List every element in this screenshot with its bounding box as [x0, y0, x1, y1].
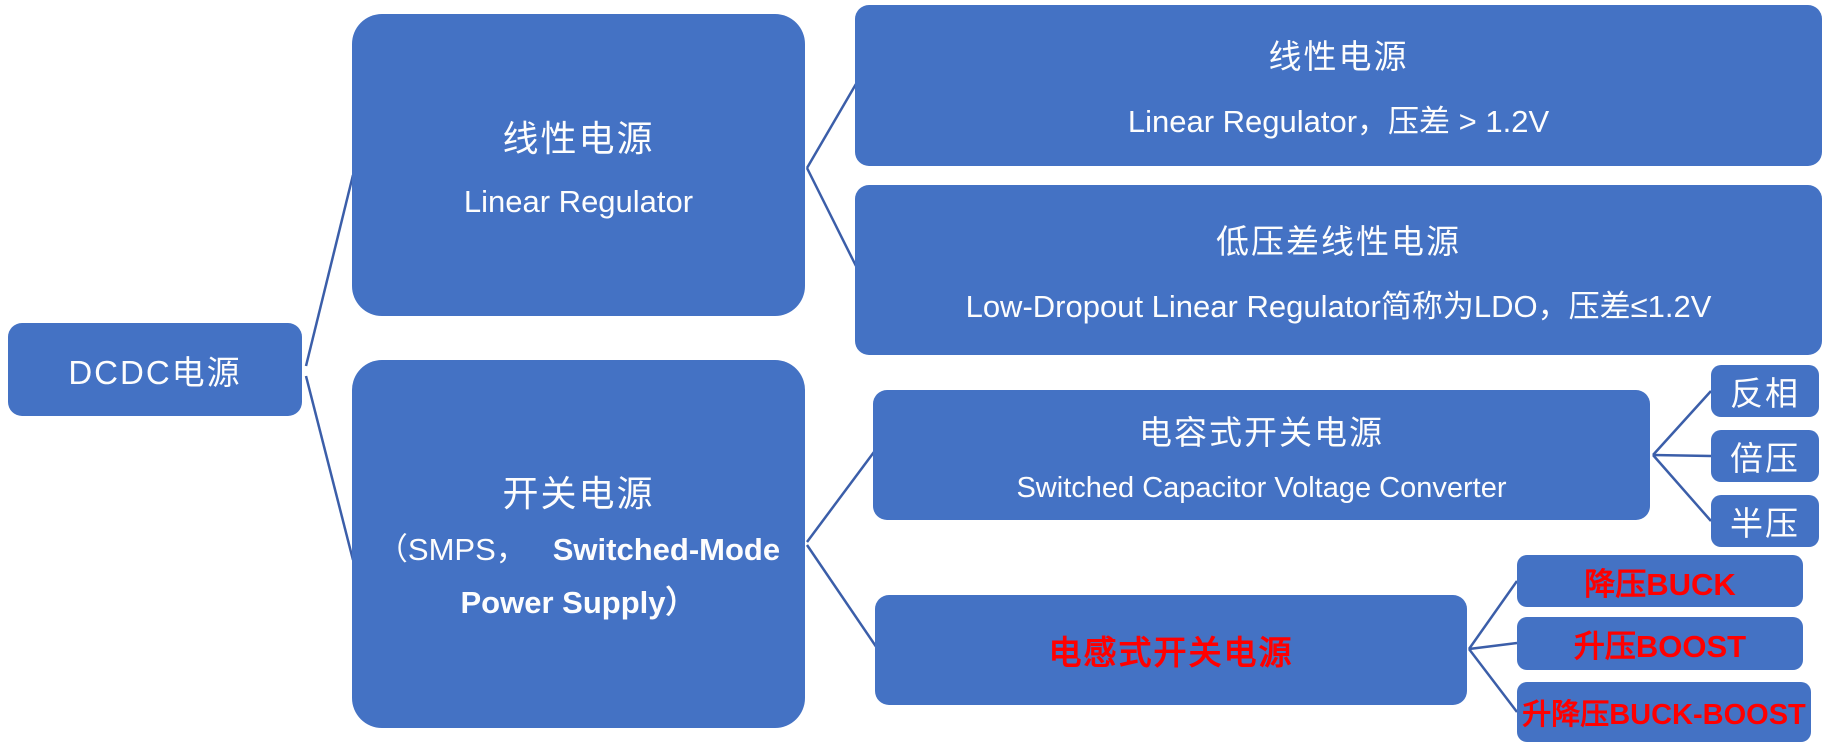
- node-dcdc-root: DCDC电源: [8, 323, 302, 416]
- node-switched-capacitor-subtitle: Switched Capacitor Voltage Converter: [1016, 471, 1507, 504]
- node-linear-power-title: 线性电源: [502, 118, 655, 159]
- connector-root-linear: [304, 174, 355, 367]
- node-ldo-title: 低压差线性电源: [1216, 222, 1461, 260]
- node-inductive-switching: 电感式开关电源: [875, 595, 1467, 705]
- node-linear-regulator: 线性电源 Linear Regulator，压差 > 1.2V: [855, 5, 1822, 166]
- node-voltage-doubler: 倍压: [1711, 430, 1819, 482]
- node-switching-power-subtitle-line1: （SMPS， Switched-Mode: [377, 531, 780, 570]
- node-ldo-subtitle: Low-Dropout Linear Regulator简称为LDO，压差≤1.…: [965, 288, 1712, 324]
- node-buck-boost-label: 升降压BUCK-BOOST: [1522, 699, 1806, 731]
- connector-smps-inductive: [805, 544, 879, 649]
- node-voltage-doubler-label: 倍压: [1730, 440, 1800, 477]
- node-half-voltage: 半压: [1711, 495, 1819, 547]
- node-dcdc-root-label: DCDC电源: [68, 353, 242, 391]
- node-half-voltage-label: 半压: [1730, 505, 1800, 542]
- connector-capacitor-invert: [1652, 390, 1712, 456]
- connector-root-smps: [304, 375, 355, 561]
- node-switching-power-subtitle-line2: Power Supply）: [460, 585, 697, 620]
- node-invert-label: 反相: [1730, 375, 1800, 412]
- node-buck: 降压BUCK: [1517, 555, 1803, 607]
- connector-inductive-buckboost: [1468, 648, 1518, 713]
- node-buck-boost: 升降压BUCK-BOOST: [1517, 682, 1811, 742]
- connector-linear-linreg: [805, 83, 858, 169]
- node-linear-regulator-title: 线性电源: [1268, 38, 1409, 75]
- node-switching-power-title: 开关电源: [502, 473, 655, 515]
- connector-capacitor-double: [1652, 453, 1712, 458]
- node-boost: 升压BOOST: [1517, 617, 1803, 670]
- node-linear-power: 线性电源 Linear Regulator: [352, 14, 805, 316]
- connector-linear-ldo: [805, 167, 858, 267]
- connector-inductive-boost: [1468, 641, 1518, 651]
- node-boost-label: 升压BOOST: [1573, 629, 1747, 664]
- node-switching-power: 开关电源 （SMPS， Switched-Mode Power Supply）: [352, 360, 805, 728]
- node-linear-regulator-subtitle: Linear Regulator，压差 > 1.2V: [1127, 104, 1550, 139]
- node-invert: 反相: [1711, 365, 1819, 417]
- connector-smps-capacitor: [805, 451, 876, 543]
- smps-bold-text-1: Switched-Mode: [552, 532, 781, 568]
- node-linear-power-subtitle: Linear Regulator: [463, 184, 694, 219]
- node-buck-label: 降压BUCK: [1584, 566, 1736, 602]
- node-switched-capacitor: 电容式开关电源 Switched Capacitor Voltage Conve…: [873, 390, 1650, 520]
- connector-inductive-buck: [1467, 580, 1519, 650]
- node-ldo: 低压差线性电源 Low-Dropout Linear Regulator简称为L…: [855, 185, 1822, 355]
- connector-capacitor-half: [1652, 454, 1712, 522]
- smps-abbrev-text: （SMPS，: [376, 532, 527, 568]
- node-inductive-switching-title: 电感式开关电源: [1048, 634, 1294, 671]
- node-switched-capacitor-title: 电容式开关电源: [1139, 413, 1384, 451]
